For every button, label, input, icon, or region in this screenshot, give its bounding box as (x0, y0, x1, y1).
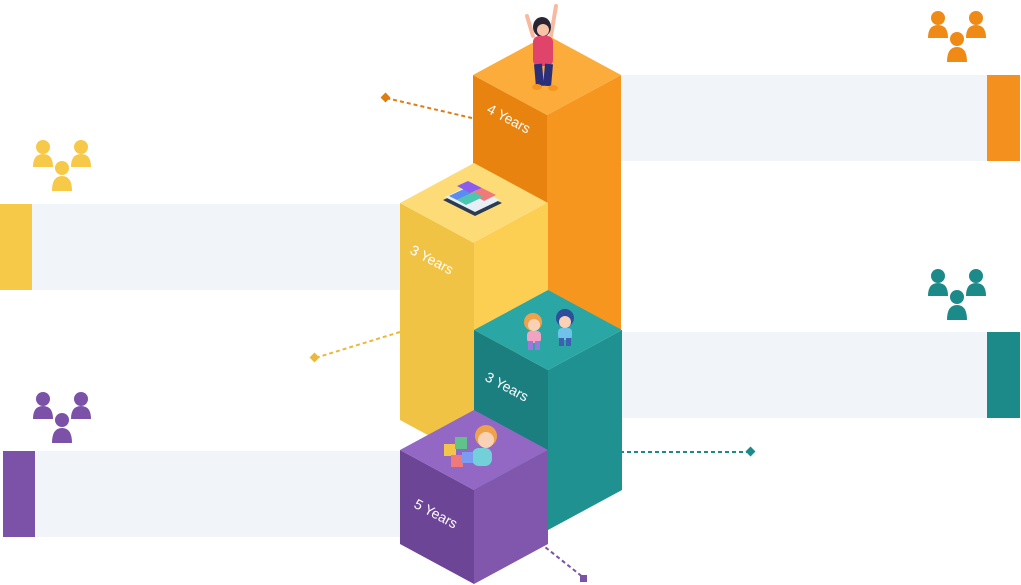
people-group-icon-yellow (33, 140, 91, 191)
panel-orange (620, 75, 1020, 161)
connector-orange (380, 92, 473, 119)
baby-with-blocks-illustration (444, 425, 497, 467)
panel-accent-purple (3, 451, 35, 537)
block-purple (400, 410, 548, 584)
panel-yellow (0, 204, 400, 290)
connector-teal (620, 446, 756, 457)
people-group-icon-teal (928, 269, 986, 320)
panel-purple (3, 451, 400, 537)
panel-accent-yellow (0, 204, 32, 290)
connector-purple (539, 542, 587, 582)
panel-accent-orange (987, 75, 1020, 161)
girl-cheering-illustration (525, 4, 558, 91)
tablet-device-illustration (443, 181, 502, 216)
people-group-icon-orange (928, 11, 986, 62)
panel-accent-teal (987, 332, 1020, 418)
two-children-playing-illustration (524, 309, 574, 350)
panel-teal (620, 332, 1020, 418)
connector-yellow (309, 331, 401, 363)
people-group-icon-purple (33, 392, 91, 443)
